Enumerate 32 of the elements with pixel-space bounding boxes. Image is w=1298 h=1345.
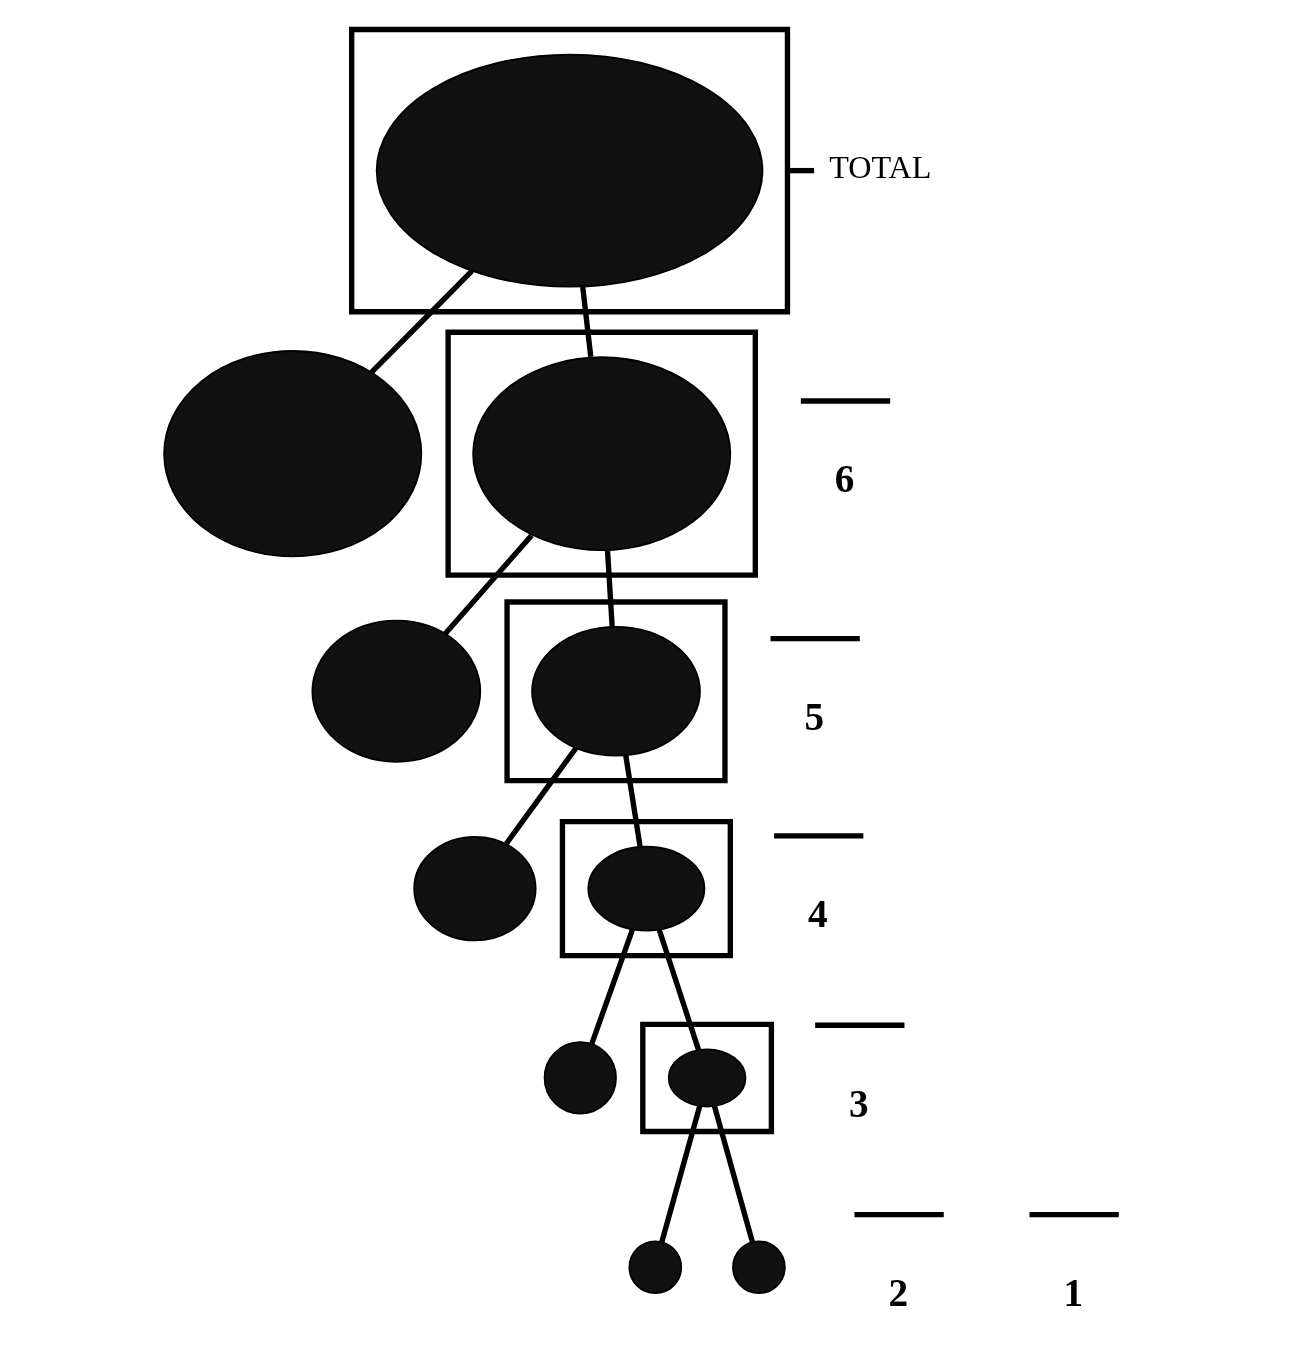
cluster xyxy=(639,1021,774,1135)
node-ellipse xyxy=(375,53,763,288)
cluster xyxy=(444,329,758,578)
label: 6 xyxy=(834,457,854,501)
node-ellipse xyxy=(586,845,705,932)
node-ellipse xyxy=(530,626,701,757)
node-text: TOTAL xyxy=(828,149,931,186)
node-ellipse xyxy=(667,1048,746,1108)
label: 3 xyxy=(848,1081,869,1125)
connector xyxy=(604,550,615,627)
connector xyxy=(442,533,534,636)
node-ellipse xyxy=(412,835,537,942)
label: 5 xyxy=(803,694,824,738)
node-ellipse xyxy=(311,619,481,763)
connector xyxy=(503,746,578,846)
connector xyxy=(658,1105,702,1243)
node-ellipse xyxy=(471,356,731,552)
node-circle xyxy=(543,1041,617,1115)
connector xyxy=(588,928,635,1045)
node-circle xyxy=(731,1240,786,1295)
connector xyxy=(711,1105,755,1243)
label: 1 xyxy=(1062,1270,1083,1314)
node-ellipse xyxy=(162,350,422,558)
connector xyxy=(369,269,474,375)
cluster xyxy=(559,818,733,959)
connector xyxy=(622,755,643,847)
node-circle xyxy=(628,1240,682,1295)
cluster xyxy=(503,599,728,784)
label: 2 xyxy=(887,1270,908,1314)
label: 4 xyxy=(807,892,828,936)
connector xyxy=(656,928,701,1051)
cluster xyxy=(348,26,790,315)
